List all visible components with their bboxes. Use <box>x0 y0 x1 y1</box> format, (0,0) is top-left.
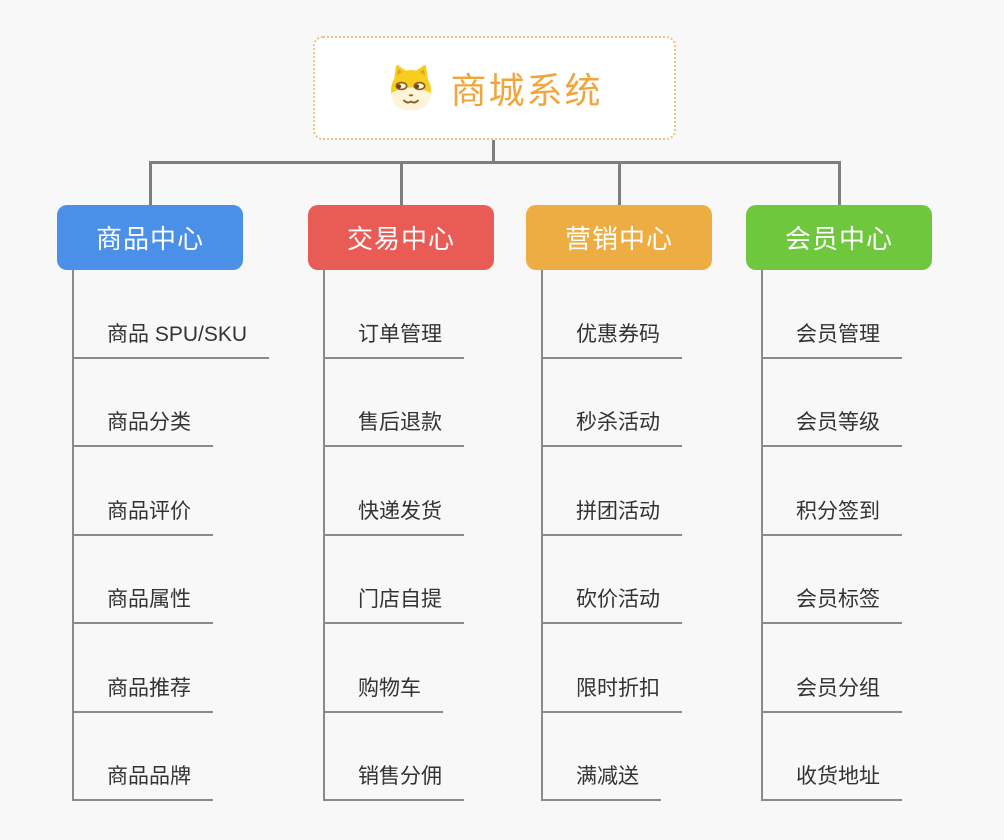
branch-member-center: 会员中心 会员管理 会员等级 积分签到 会员标签 会员分组 收货地址 <box>746 205 932 801</box>
child-topic[interactable]: 订单管理 <box>323 318 464 359</box>
child-topic[interactable]: 拼团活动 <box>541 495 682 536</box>
child-topic[interactable]: 优惠券码 <box>541 318 682 359</box>
child-topic[interactable]: 积分签到 <box>761 495 902 536</box>
child-topic[interactable]: 售后退款 <box>323 406 464 447</box>
connector-drop-trade <box>400 161 403 207</box>
branch-label-marketing-center[interactable]: 营销中心 <box>526 205 712 270</box>
branch-children-marketing: 优惠券码 秒杀活动 拼团活动 砍价活动 限时折扣 满减送 <box>541 270 786 801</box>
child-topic[interactable]: 会员等级 <box>761 406 902 447</box>
dog-face-icon <box>386 64 436 112</box>
child-topic[interactable]: 会员标签 <box>761 583 902 624</box>
child-topic[interactable]: 商品推荐 <box>72 672 213 713</box>
child-topic[interactable]: 购物车 <box>323 672 443 713</box>
branch-label-trade-center[interactable]: 交易中心 <box>308 205 494 270</box>
child-topic[interactable]: 商品属性 <box>72 583 213 624</box>
child-topic[interactable]: 限时折扣 <box>541 672 682 713</box>
child-topic[interactable]: 商品品牌 <box>72 760 213 801</box>
child-topic[interactable]: 门店自提 <box>323 583 464 624</box>
branch-trade-center: 交易中心 订单管理 售后退款 快递发货 门店自提 购物车 销售分佣 <box>308 205 494 801</box>
child-topic[interactable]: 会员管理 <box>761 318 902 359</box>
child-topic[interactable]: 商品分类 <box>72 406 213 447</box>
connector-horizontal-bus <box>149 161 840 164</box>
child-topic[interactable]: 秒杀活动 <box>541 406 682 447</box>
connector-root-drop <box>492 140 495 164</box>
child-topic[interactable]: 快递发货 <box>323 495 464 536</box>
child-topic[interactable]: 销售分佣 <box>323 760 464 801</box>
branch-product-center: 商品中心 商品 SPU/SKU 商品分类 商品评价 商品属性 商品推荐 商品品牌 <box>57 205 270 801</box>
connector-drop-product <box>149 161 152 207</box>
branch-label-member-center[interactable]: 会员中心 <box>746 205 932 270</box>
branch-children-product: 商品 SPU/SKU 商品分类 商品评价 商品属性 商品推荐 商品品牌 <box>72 270 317 801</box>
child-topic[interactable]: 商品评价 <box>72 495 213 536</box>
child-topic[interactable]: 满减送 <box>541 760 661 801</box>
root-node-mall-system[interactable]: 商城系统 <box>313 36 676 140</box>
branch-marketing-center: 营销中心 优惠券码 秒杀活动 拼团活动 砍价活动 限时折扣 满减送 <box>526 205 712 801</box>
child-topic[interactable]: 收货地址 <box>761 760 902 801</box>
child-topic[interactable]: 砍价活动 <box>541 583 682 624</box>
child-topic[interactable]: 商品 SPU/SKU <box>72 318 270 359</box>
connector-drop-marketing <box>618 161 621 207</box>
branch-label-product-center[interactable]: 商品中心 <box>57 205 243 270</box>
branch-children-member: 会员管理 会员等级 积分签到 会员标签 会员分组 收货地址 <box>761 270 1004 801</box>
root-title: 商城系统 <box>450 70 603 111</box>
connector-drop-member <box>838 161 841 207</box>
child-topic[interactable]: 会员分组 <box>761 672 902 713</box>
branch-children-trade: 订单管理 售后退款 快递发货 门店自提 购物车 销售分佣 <box>323 270 568 801</box>
